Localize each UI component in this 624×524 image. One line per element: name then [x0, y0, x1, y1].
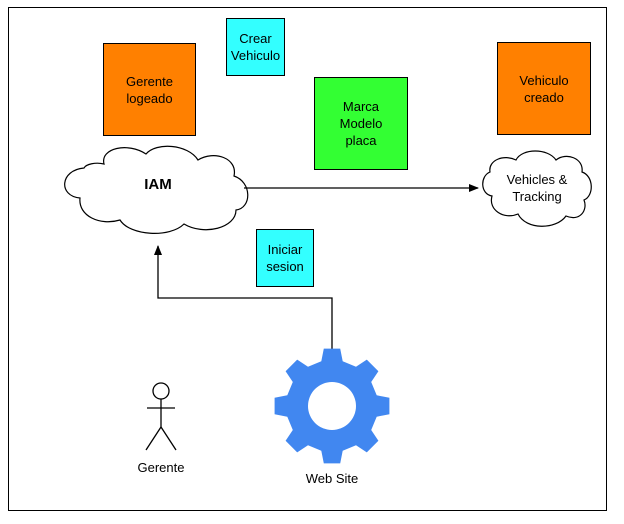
- vehicles-tracking-cloud: [482, 150, 592, 227]
- web-site-label: Web Site: [305, 471, 359, 486]
- marca-modelo-placa-label: Marca Modelo placa: [339, 99, 383, 148]
- arrow-website-to-iam: [154, 245, 333, 356]
- gerente-label: Gerente: [137, 460, 185, 475]
- crear-vehiculo-label: Crear Vehiculo: [230, 31, 281, 63]
- marca-modelo-placa-box: Marca Modelo placa: [314, 77, 408, 170]
- gear-icon: [274, 348, 390, 464]
- vehiculo-creado-label: Vehiculo creado: [519, 72, 569, 105]
- crear-vehiculo-box: Crear Vehiculo: [226, 18, 285, 76]
- vehicles-tracking-label: Vehicles & Tracking: [506, 172, 568, 204]
- iniciar-sesion-label: Iniciar sesion: [266, 242, 304, 274]
- iam-label: IAM: [144, 176, 172, 193]
- gear-hole: [308, 382, 356, 430]
- iam-cloud: [64, 145, 249, 234]
- vehiculo-creado-box: Vehiculo creado: [497, 42, 591, 135]
- iniciar-sesion-box: Iniciar sesion: [256, 229, 314, 287]
- person-icon: [145, 382, 177, 451]
- diagram-frame: [8, 7, 607, 511]
- gerente-logeado-label: Gerente logeado: [126, 73, 173, 106]
- gerente-logeado-box: Gerente logeado: [103, 43, 196, 136]
